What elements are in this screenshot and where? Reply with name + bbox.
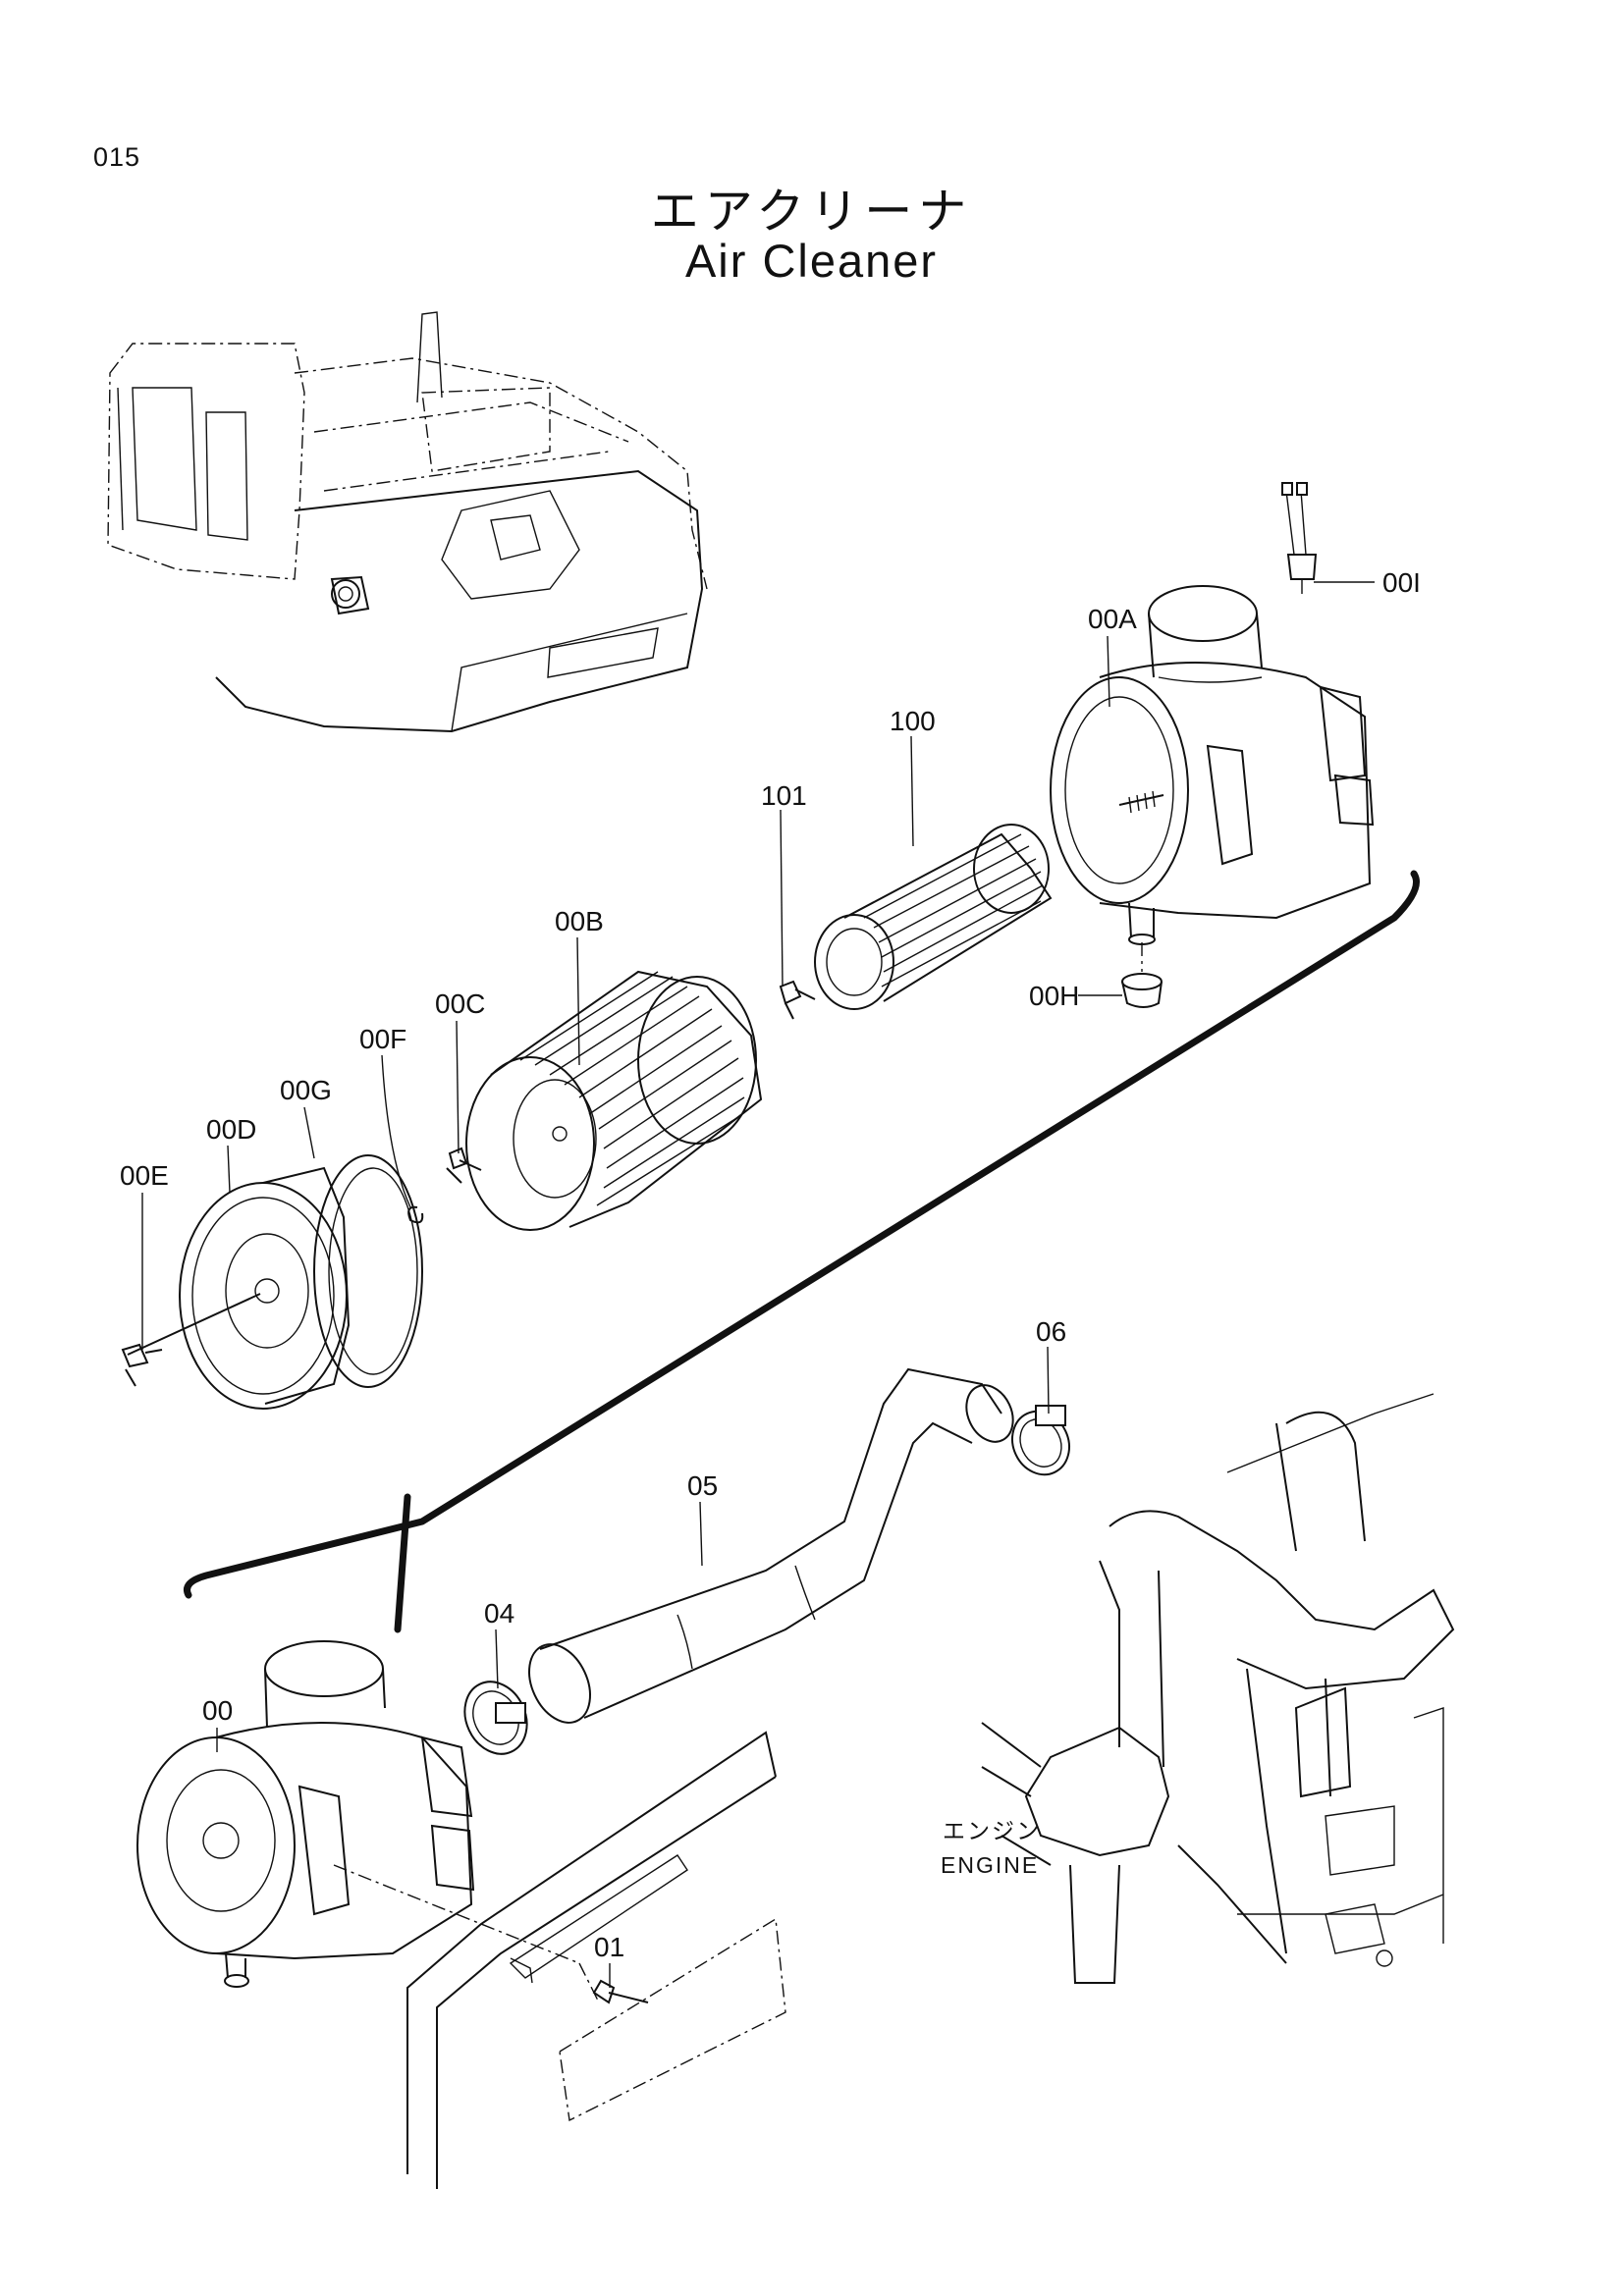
wing-nut-101 (779, 980, 816, 1020)
bolt-01 (592, 1979, 649, 2004)
callout-00D: 00D (206, 1114, 256, 1145)
callout-05: 05 (687, 1470, 718, 1501)
safety-element-100 (814, 824, 1053, 1010)
callout-100: 100 (890, 706, 936, 736)
hose-clamp-04 (463, 1681, 528, 1755)
wing-nut-00E (121, 1293, 261, 1387)
section-separator-curve (184, 870, 1420, 1599)
callout-00C: 00C (435, 988, 485, 1019)
page-number: 015 (93, 142, 141, 172)
mounting-frame (333, 1731, 786, 2189)
callout-06: 06 (1036, 1316, 1066, 1347)
callout-00: 00 (202, 1695, 233, 1726)
gasket-00G (313, 1154, 423, 1388)
intake-hose-05 (528, 1367, 1014, 1724)
callout-00A: 00A (1088, 604, 1137, 634)
callout-00B: 00B (555, 906, 604, 936)
leader-to-lower (394, 1493, 411, 1633)
engine-label-jp: エンジン (943, 1818, 1041, 1843)
callout-00E: 00E (120, 1160, 169, 1191)
title-english: Air Cleaner (684, 235, 939, 287)
clip-00F (407, 1205, 424, 1224)
hose-clamp-06 (1011, 1405, 1070, 1476)
callout-101: 101 (761, 780, 807, 811)
callout-00F: 00F (359, 1024, 406, 1054)
callout-04: 04 (484, 1598, 514, 1629)
callout-00G: 00G (280, 1075, 332, 1105)
callout-00H: 00H (1029, 981, 1079, 1011)
sensor-00I (1281, 482, 1318, 594)
cover-00D (179, 1166, 351, 1410)
valve-00H (1121, 942, 1163, 1008)
title-japanese: エアクリーナ (650, 184, 973, 240)
excavator-overview (107, 311, 708, 733)
callout-01: 01 (594, 1932, 624, 1962)
callout-00I: 00I (1382, 567, 1421, 598)
leader-lines (141, 581, 1375, 1988)
engine-label-en: ENGINE (941, 1852, 1039, 1878)
main-element-00B (465, 970, 763, 1231)
engine-drawing (981, 1393, 1455, 1984)
air-cleaner-assembly-00 (136, 1640, 475, 1988)
wing-nut-00C (446, 1147, 482, 1184)
air-cleaner-housing-00A (1050, 585, 1375, 945)
